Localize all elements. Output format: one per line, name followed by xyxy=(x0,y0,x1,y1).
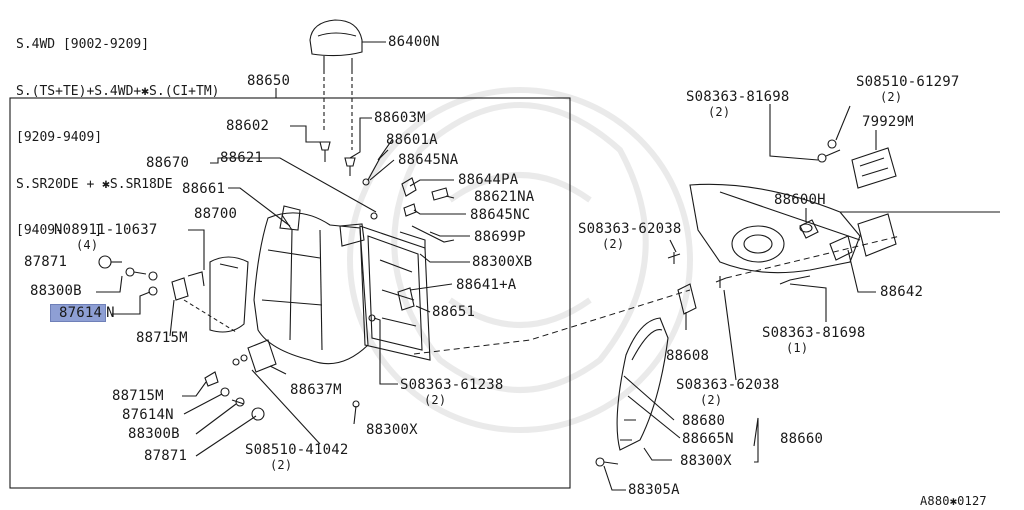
part-label[interactable]: 88661 xyxy=(182,181,226,197)
part-label[interactable]: S08363-81698 xyxy=(762,325,866,341)
side-trim-88660 xyxy=(616,317,669,451)
body-panel xyxy=(689,183,1000,274)
part-label[interactable]: 79929M xyxy=(862,114,914,130)
part-label[interactable]: 86400N xyxy=(388,34,440,50)
cap-87871 xyxy=(98,255,112,269)
part-label[interactable]: N08911-10637 xyxy=(54,222,158,238)
part-label[interactable]: 88300X xyxy=(366,422,418,438)
part-label[interactable]: 88642 xyxy=(880,284,924,300)
diagram-code: A880✱0127 xyxy=(920,494,987,508)
part-label[interactable]: 88699P xyxy=(474,229,526,245)
part-label[interactable]: 88715M xyxy=(112,388,164,404)
part-label[interactable]: S08510-41042 xyxy=(245,442,349,458)
quantity: (1) xyxy=(786,341,809,355)
highlight-87614[interactable]: 87614 xyxy=(50,304,107,322)
part-label[interactable]: 88660 xyxy=(780,431,824,447)
part-label[interactable]: 87871 xyxy=(144,448,188,464)
part-label[interactable]: S08363-62038 xyxy=(676,377,780,393)
part-label[interactable]: 88644PA xyxy=(458,172,519,188)
part-label[interactable]: 88600H xyxy=(774,192,826,208)
seatback-frame xyxy=(359,225,431,361)
part-label[interactable]: 88305A xyxy=(628,482,680,498)
trim-79929M xyxy=(851,147,897,189)
quantity: (2) xyxy=(424,393,447,407)
part-label[interactable]: S08510-61297 xyxy=(856,74,960,90)
hinge-88637M xyxy=(247,339,277,373)
quantity: (2) xyxy=(700,393,723,407)
cap-87871-lower xyxy=(251,407,265,421)
part-label[interactable]: 88608 xyxy=(666,348,710,364)
part-label[interactable]: 88651 xyxy=(432,304,476,320)
part-label[interactable]: 88665N xyxy=(682,431,734,447)
part-label[interactable]: 88300X xyxy=(680,453,732,469)
part-label[interactable]: S08363-62038 xyxy=(578,221,682,237)
part-label[interactable]: 88300XB xyxy=(472,254,533,270)
note-line: S.4WD [9002-9209] xyxy=(16,37,150,52)
part-label[interactable]: 88601A xyxy=(386,132,438,148)
note-line: S.(TS+TE)+S.4WD+✱S.(CI+TM) xyxy=(16,83,220,99)
note-line: [9209-9409] xyxy=(16,130,103,145)
quantity: (2) xyxy=(270,458,293,472)
part-label[interactable]: S08363-61238 xyxy=(400,377,504,393)
highlight-suffix: N xyxy=(106,305,115,321)
assembly-frame xyxy=(9,97,571,489)
part-label[interactable]: 88300B xyxy=(30,283,82,299)
bracket-88715M xyxy=(171,277,189,301)
part-label[interactable]: 88650 xyxy=(247,73,291,89)
part-label[interactable]: 88645NC xyxy=(470,207,531,223)
part-label[interactable]: 88637M xyxy=(290,382,342,398)
part-label[interactable]: 87871 xyxy=(24,254,68,270)
note-line: [9409- ] xyxy=(16,223,103,238)
note-line: S.SR20DE + ✱S.SR18DE xyxy=(16,176,173,192)
part-label[interactable]: 88602 xyxy=(226,118,270,134)
part-label[interactable]: 88300B xyxy=(128,426,180,442)
part-label[interactable]: 88621 xyxy=(220,150,264,166)
side-bolster xyxy=(209,256,249,333)
quantity: (2) xyxy=(708,105,731,119)
part-label[interactable]: 88621NA xyxy=(474,189,535,205)
part-label[interactable]: 88603M xyxy=(374,110,426,126)
part-label[interactable]: 87614N xyxy=(122,407,174,423)
bracket-88608 xyxy=(677,283,697,315)
part-label[interactable]: 88670 xyxy=(146,155,190,171)
quantity: (2) xyxy=(602,237,625,251)
part-label[interactable]: 88680 xyxy=(682,413,726,429)
watermark-emblem xyxy=(347,87,693,433)
part-label[interactable]: S08363-81698 xyxy=(686,89,790,105)
part-label[interactable]: 88645NA xyxy=(398,152,459,168)
seatback-pad xyxy=(253,205,369,365)
part-label[interactable]: 88715M xyxy=(136,330,188,346)
headrest-86400N xyxy=(309,19,386,150)
applicability-notes: S.4WD [9002-9209] S.(TS+TE)+S.4WD+✱S.(CI… xyxy=(16,6,220,254)
quantity: (2) xyxy=(880,90,903,104)
striker-88642 xyxy=(857,213,897,257)
part-label[interactable]: 88700 xyxy=(194,206,238,222)
quantity: (4) xyxy=(76,238,99,252)
part-label[interactable]: 88641+A xyxy=(456,277,517,293)
